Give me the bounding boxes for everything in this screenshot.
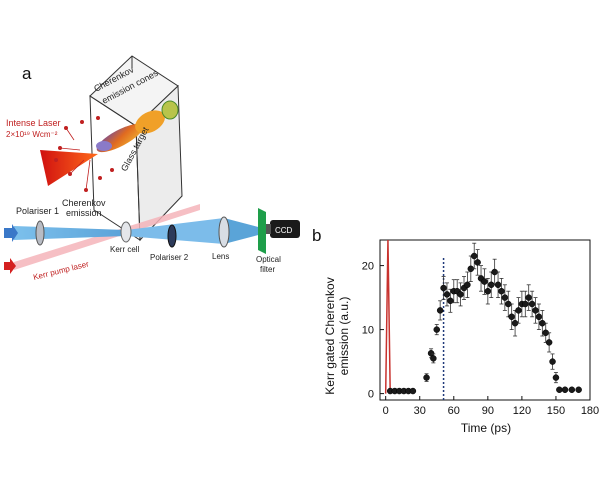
data-point — [568, 386, 576, 394]
laser-label-line1: Intense Laser — [6, 118, 61, 128]
x-tick-label: 30 — [414, 405, 426, 417]
lens — [218, 216, 230, 248]
data-point — [433, 326, 441, 333]
filter-label-line1: Optical — [256, 255, 281, 264]
data-point — [443, 291, 451, 298]
electron-dots — [54, 116, 114, 192]
panel-a-diagram: Intense Laser 2×10¹⁹ Wcm⁻² Cherenkov emi… — [4, 55, 300, 282]
data-point — [494, 281, 502, 289]
x-tick-label: 0 — [383, 405, 389, 417]
kerr-pump-beam — [14, 204, 200, 270]
y-tick-label: 20 — [362, 261, 374, 273]
data-point — [470, 252, 478, 260]
data-point — [457, 291, 464, 298]
data-point — [447, 297, 454, 305]
cherenkov-cones — [96, 100, 179, 153]
ccd-camera — [270, 220, 300, 238]
data-point — [409, 387, 417, 395]
pump-pulse-line — [384, 239, 391, 394]
pump-label: Kerr pump laser — [32, 259, 90, 282]
ccd-label: CCD — [275, 226, 293, 235]
data-point — [535, 313, 543, 321]
x-tick-label: 180 — [581, 405, 599, 417]
cherenkov-beam-focus — [224, 218, 262, 244]
data-point — [552, 374, 560, 381]
cherenkov-label-line1: Cherenkov — [62, 198, 106, 208]
data-point — [464, 281, 471, 289]
data-point — [561, 386, 569, 394]
data-point — [474, 259, 481, 266]
data-point — [501, 294, 509, 301]
data-point — [532, 307, 539, 314]
plot-area: 0 30 60 90 120 150 180 0 10 20 — [362, 239, 599, 417]
cherenkov-input-arrow — [4, 224, 18, 242]
plot-frame — [379, 239, 591, 401]
cherenkov-label-line2: emission — [66, 208, 102, 218]
data-point — [508, 313, 515, 321]
data-point — [528, 300, 536, 308]
data-point — [484, 287, 492, 295]
x-axis-label: Time (ps) — [461, 421, 511, 435]
laser-label-line2: 2×10¹⁹ Wcm⁻² — [6, 130, 58, 139]
y-tick-label: 10 — [362, 325, 374, 337]
panel-b-chart: Kerr gated Cherenkov emission (a.u.) Tim… — [323, 239, 599, 435]
optical-filter — [258, 208, 266, 254]
data-point — [515, 307, 522, 314]
data-point — [423, 374, 430, 381]
y-axis-label-line1: Kerr gated Cherenkov — [323, 277, 337, 394]
data-point — [545, 339, 553, 346]
y-axis-label-line2: emission (a.u.) — [337, 297, 351, 376]
pump-input-arrow — [4, 258, 16, 274]
x-tick-label: 90 — [482, 405, 494, 417]
polariser-1 — [35, 220, 45, 246]
data-point — [525, 294, 532, 301]
data-point — [481, 278, 488, 285]
panel-b-label: b — [312, 226, 322, 245]
y-tick-label: 0 — [368, 389, 374, 401]
panel-a-label: a — [22, 64, 32, 83]
data-point — [498, 287, 505, 295]
x-tick-label: 60 — [448, 405, 460, 417]
data-point — [440, 284, 447, 292]
x-tick-label: 150 — [547, 405, 565, 417]
polariser-2-label: Polariser 2 — [150, 253, 189, 262]
polariser-1-label: Polariser 1 — [16, 206, 59, 216]
data-point — [436, 307, 444, 314]
data-point — [522, 300, 529, 308]
ccd-lens — [266, 224, 271, 234]
data-point — [575, 386, 582, 394]
polariser-2 — [167, 224, 177, 248]
data-point — [430, 355, 437, 362]
lens-label: Lens — [212, 252, 229, 261]
data-point — [549, 358, 556, 365]
data-point — [556, 386, 563, 394]
kerr-cell-label: Kerr cell — [110, 245, 140, 254]
filter-label-line2: filter — [260, 265, 275, 274]
x-tick-label: 120 — [513, 405, 531, 417]
kerr-cell — [120, 221, 132, 243]
